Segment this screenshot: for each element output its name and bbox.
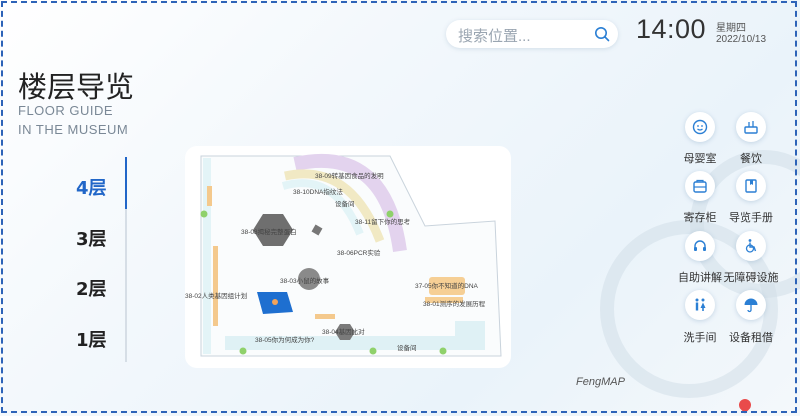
floor-selector-indicator [125, 157, 127, 209]
accessibility-button[interactable] [736, 231, 766, 261]
facility-label: 母婴室 [683, 153, 717, 165]
facility-label: 寄存柜 [683, 212, 717, 224]
dining-icon [744, 121, 758, 134]
baby-room-button[interactable] [685, 112, 715, 142]
facility-label: 洗手间 [683, 332, 717, 344]
baby-icon [692, 119, 708, 135]
audio-guide-button[interactable] [685, 231, 715, 261]
map-label[interactable]: 38-10DNA指纹法 [293, 189, 343, 196]
clock-weekday: 星期四 [716, 23, 746, 34]
floor-tab-2[interactable]: 2层 [76, 279, 107, 300]
map-label[interactable]: 38-06PCR实验 [337, 250, 381, 257]
map-label[interactable]: 37-05你不知道的DNA [415, 283, 478, 290]
floor-map[interactable]: 38-09转基因食品的发明 38-10DNA指纹法 设备间 38-11留下你的思… [185, 146, 511, 368]
locker-icon [693, 179, 707, 193]
restroom-button[interactable] [685, 290, 715, 320]
map-label[interactable]: 38-11留下你的思考 [355, 219, 411, 226]
page-subtitle-line1: FLOOR GUIDE [18, 103, 114, 118]
map-label[interactable]: 38-05你为何成为你? [255, 337, 315, 344]
umbrella-icon [744, 298, 758, 313]
map-label[interactable]: 设备间 [397, 345, 417, 352]
clock-date: 2022/10/13 [716, 34, 767, 45]
map-label[interactable]: 38-03小鼠的故事 [280, 278, 330, 285]
floor-selector-track [125, 157, 127, 362]
fengmap-logo: FengMAP [576, 376, 625, 388]
page-title: 楼层导览 [18, 70, 135, 104]
location-pin-icon[interactable] [736, 396, 754, 414]
facility-label: 餐饮 [740, 153, 762, 165]
floor-tab-3[interactable]: 3层 [76, 229, 107, 250]
equipment-rental-button[interactable] [736, 290, 766, 320]
map-label[interactable]: 38-01测序的发展历程 [423, 301, 486, 308]
floor-tab-1[interactable]: 1层 [76, 330, 107, 351]
facility-label: 无障碍设施 [723, 272, 779, 284]
map-label[interactable]: 38-02人类基因组计划 [185, 293, 248, 300]
locker-button[interactable] [685, 171, 715, 201]
wheelchair-icon [745, 239, 757, 253]
floor-tab-4[interactable]: 4层 [76, 178, 107, 199]
map-label[interactable]: 38-08揭秘完整蛋白 [241, 229, 297, 236]
facility-label: 设备租借 [729, 332, 773, 344]
floor-map-drawing [200, 153, 502, 357]
map-label[interactable]: 设备间 [335, 201, 355, 208]
headset-icon [694, 240, 706, 251]
page-subtitle-line2: IN THE MUSEUM [18, 122, 129, 137]
map-label[interactable]: 38-04基因比对 [322, 329, 365, 336]
search-input[interactable]: 搜索位置... [458, 28, 531, 45]
map-label[interactable]: 38-09转基因食品的发明 [315, 173, 384, 180]
facility-label: 导览手册 [729, 212, 773, 224]
guidebook-icon [745, 179, 757, 193]
search-icon[interactable] [594, 26, 610, 42]
clock-time: 14:00 [636, 14, 707, 44]
facility-label: 自助讲解 [678, 272, 722, 284]
guidebook-button[interactable] [736, 171, 766, 201]
dining-button[interactable] [736, 112, 766, 142]
restroom-icon [695, 298, 706, 311]
search-bar[interactable]: 搜索位置... [446, 20, 618, 48]
